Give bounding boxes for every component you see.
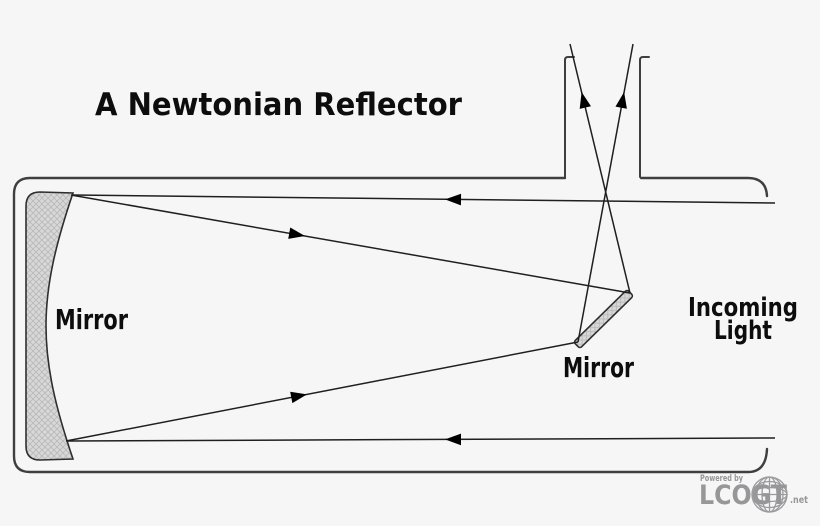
telescope-tube bbox=[12, 176, 769, 474]
tube-body-outline bbox=[12, 176, 769, 474]
globe-icon bbox=[751, 476, 788, 513]
focuser-right-wall bbox=[639, 56, 650, 178]
eyepiece-ray-left bbox=[569, 43, 631, 294]
focuser-tube bbox=[564, 56, 650, 178]
diagram-title: A Newtonian Reflector bbox=[95, 87, 463, 123]
arrow-eyepiece-left-icon bbox=[579, 92, 591, 109]
arrow-eyepiece-right-icon bbox=[615, 92, 627, 109]
focuser-left-wall bbox=[564, 56, 575, 178]
incoming-light-label-line2: Light bbox=[714, 316, 772, 346]
incoming-light-label-line1: Incoming bbox=[688, 293, 798, 323]
logo-powered-by: Powered by bbox=[700, 474, 743, 484]
arrow-incoming-bottom-icon bbox=[445, 433, 462, 446]
ray-arrowheads bbox=[288, 92, 627, 446]
incoming-ray-bottom bbox=[67, 437, 776, 442]
arrow-reflected-top-icon bbox=[288, 227, 305, 239]
tube-top-right-outline bbox=[639, 176, 769, 198]
arrow-reflected-bottom-icon bbox=[290, 391, 307, 404]
secondary-mirror-label: Mirror bbox=[563, 351, 634, 384]
arrow-incoming-top-icon bbox=[445, 193, 462, 206]
primary-mirror-label: Mirror bbox=[55, 303, 128, 336]
incoming-ray-top bbox=[71, 194, 776, 204]
logo-brand: LCOGT bbox=[699, 480, 788, 511]
reflected-ray-top bbox=[70, 194, 631, 294]
logo-tld: .net bbox=[790, 495, 808, 506]
reflected-ray-bottom bbox=[65, 341, 579, 442]
lcogt-logo: Powered by LCOGT .net bbox=[699, 474, 808, 513]
primary-mirror bbox=[25, 191, 75, 461]
